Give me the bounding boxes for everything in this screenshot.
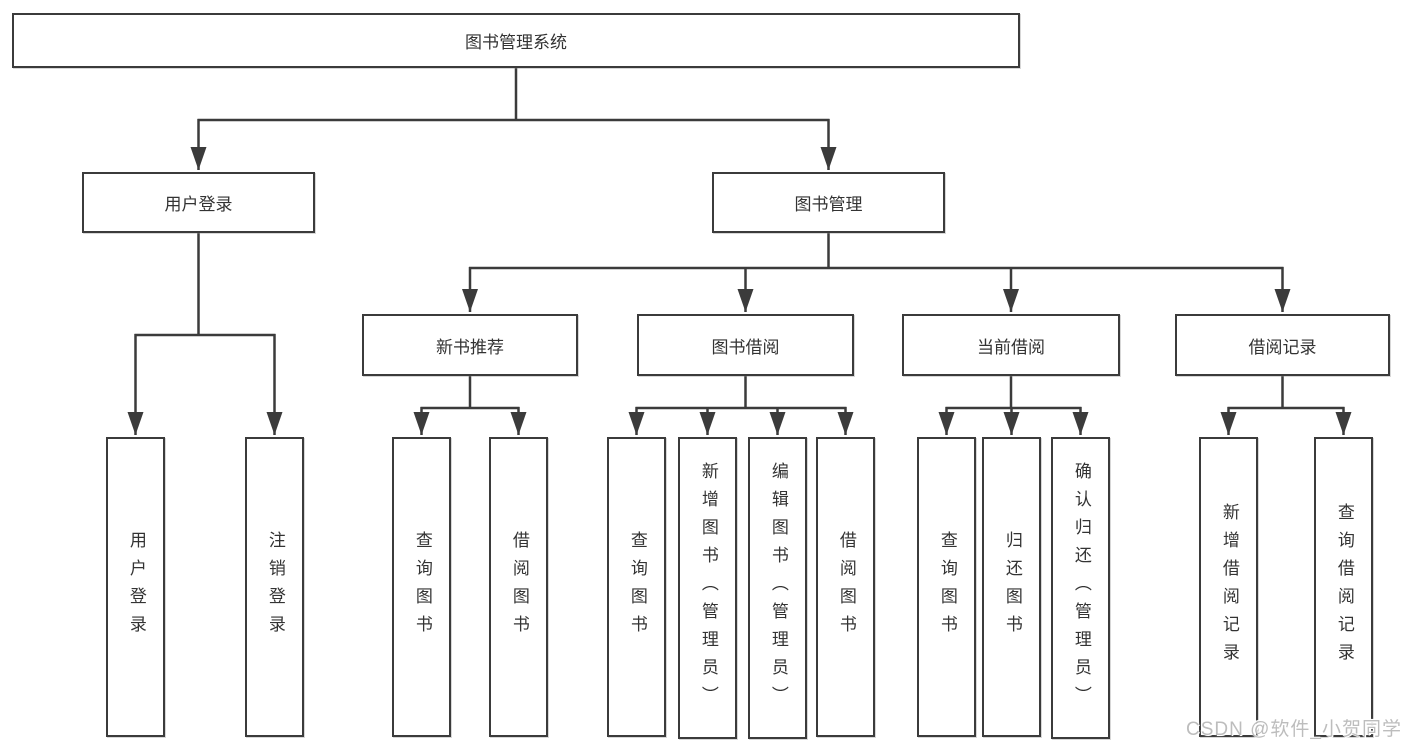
leaf-add-borrow-record: 新增借阅记录 [1199,437,1258,737]
connector-borrow-record-children [1220,376,1352,435]
node-book-borrow: 图书借阅 [637,314,854,376]
leaf-add-book-admin: 新增图书（管理员） [678,437,737,739]
csdn-watermark: CSDN @软件_小贺同学 [1186,719,1402,740]
leaf-query-borrow-record: 查询借阅记录 [1314,437,1373,737]
connector-user-login-children [127,233,283,435]
leaf-logout: 注销登录 [245,437,304,737]
leaf-edit-book-admin: 编辑图书（管理员） [748,437,807,739]
connector-new-book-children [413,376,527,435]
node-borrow-record: 借阅记录 [1175,314,1390,376]
leaf-current-query-book: 查询图书 [917,437,976,737]
connector-root-to-level2 [190,68,837,170]
leaf-recommend-borrow-book: 借阅图书 [489,437,548,737]
leaf-return-book: 归还图书 [982,437,1041,737]
leaf-recommend-query-book: 查询图书 [392,437,451,737]
leaf-user-login: 用户登录 [106,437,165,737]
connector-book-mgmt-children [462,233,1291,312]
node-book-management: 图书管理 [712,172,945,233]
connector-current-borrow-children [938,376,1089,435]
leaf-borrow-query-book: 查询图书 [607,437,666,737]
node-root-library-system: 图书管理系统 [12,13,1020,68]
leaf-confirm-return-admin: 确认归还（管理员） [1051,437,1110,739]
node-new-book-recommend: 新书推荐 [362,314,578,376]
connector-book-borrow-children [628,376,854,435]
leaf-borrow-book: 借阅图书 [816,437,875,737]
node-current-borrow: 当前借阅 [902,314,1120,376]
node-user-login: 用户登录 [82,172,315,233]
